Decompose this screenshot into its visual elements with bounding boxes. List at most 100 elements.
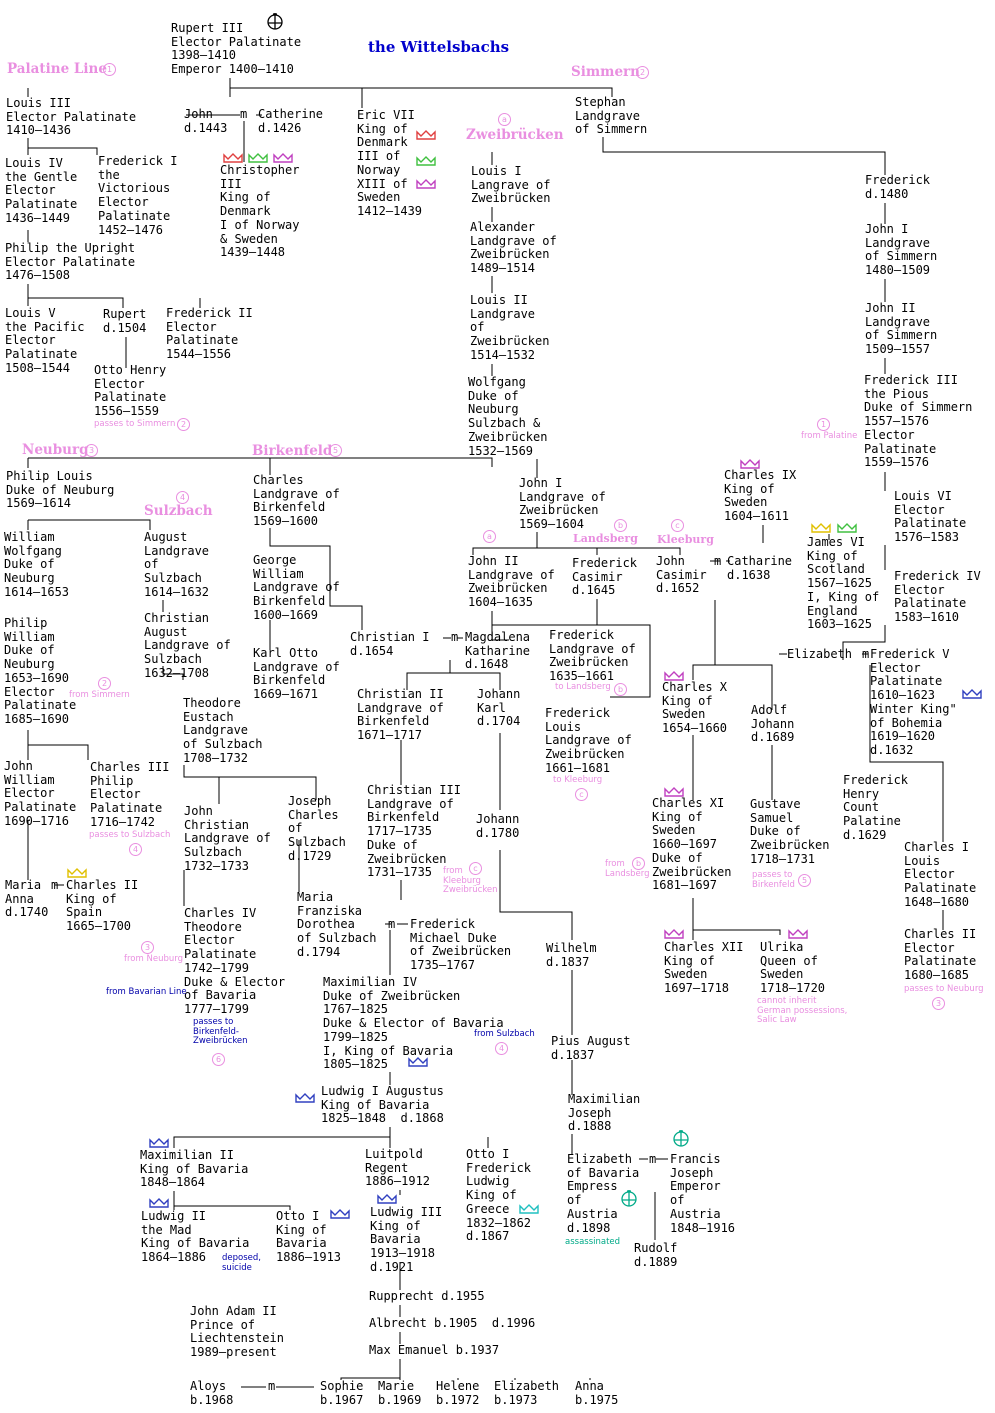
person-maximilian-iv: Maximilian IV Duke of Zweibrücken 1767–1… — [323, 975, 504, 1072]
person-charles-iii-philip: Charles III Philip Elector Palatinate 17… — [90, 760, 170, 829]
person-christian-i: Christian I — [350, 630, 430, 644]
person-frederick-iii-pious: Frederick III the Pious Duke of Simmern … — [864, 373, 973, 470]
person-ludwig-i: Ludwig I Augustus King of Bavaria 1825–1… — [321, 1084, 444, 1126]
person-otto-i-greece: Otto I Frederick Ludwig King of Greece 1… — [466, 1147, 532, 1244]
person-elizabeth-of-bavaria: Elizabeth of Bavaria Empress of Austria … — [567, 1152, 640, 1235]
person-aloys: Aloys b.1968 — [190, 1379, 234, 1407]
note-passes-to-neuburg: passes to Neuburg — [904, 984, 984, 994]
person-albrecht: Albrecht b.1905 d.1996 — [369, 1316, 536, 1330]
person-frederick-michael: Frederick Michael Duke of Zweibrücken 17… — [410, 917, 512, 973]
person-charles-iv-theodore: Charles IV Theodore Elector Palatinate 1… — [184, 906, 286, 1016]
note-from-landsberg: from Landsberg — [605, 859, 650, 879]
person-max-emanuel: Max Emanuel b.1937 — [369, 1343, 500, 1357]
person-john-i-zweibrucken: John I Landgrave of Zweibrücken 1569–160… — [519, 476, 606, 532]
person-pius-august: Pius August d.1837 — [551, 1034, 631, 1062]
crown-icon — [416, 130, 436, 140]
person-ludwig-ii: Ludwig II the Mad King of Bavaria 1864–1… — [141, 1209, 250, 1265]
person-frederick-v: Frederick V Elector Palatinate 1610–1623… — [870, 647, 957, 757]
person-louis-iii: Louis III Elector Palatinate 1410–1436 — [6, 96, 137, 138]
person-wilhelm: Wilhelm d.1837 — [546, 941, 597, 969]
marriage-mark: m — [240, 107, 248, 121]
crown-icon — [273, 153, 293, 163]
crown-icon — [837, 523, 857, 533]
circle-marker-1: 1 — [103, 63, 116, 76]
marriage-mark: m — [649, 1152, 657, 1166]
crown-icon — [149, 1138, 169, 1148]
person-rupert-d1504: Rupert d.1504 — [103, 307, 147, 335]
note-from-neuburg: from Neuburg — [124, 954, 183, 964]
person-charles-xii: Charles XII King of Sweden 1697–1718 — [664, 940, 744, 996]
person-alexander: Alexander Landgrave of Zweibrücken 1489–… — [470, 220, 557, 276]
person-catherine: Catherine d.1426 — [258, 107, 324, 135]
person-frederick-zweibrucken-1635: Frederick Landgrave of Zweibrücken 1635–… — [549, 628, 636, 684]
circle-marker-3b: 3 — [141, 941, 154, 954]
note-passes-to-simmern: passes to Simmern — [94, 419, 176, 429]
person-frederick-iv: Frederick IV Elector Palatinate 1583–161… — [894, 569, 981, 625]
person-theodore-eustach: Theodore Eustach Landgrave of Sulzbach 1… — [183, 696, 263, 765]
person-john-adam-ii: John Adam II Prince of Liechtenstein 198… — [190, 1304, 284, 1360]
marriage-mark: m — [862, 647, 870, 661]
person-ulrika: Ulrika Queen of Sweden 1718–1720 — [760, 940, 826, 996]
person-frederick-i: Frederick I the Victorious Elector Palat… — [98, 154, 178, 237]
person-eric-vii: Eric VII King of Denmark III of Norway X… — [357, 108, 423, 218]
note-assassinated: assassinated — [565, 1237, 621, 1247]
circle-marker-5b: 5 — [798, 874, 811, 887]
circle-marker-b3: b — [632, 857, 645, 870]
person-frederick-ii: Frederick II Elector Palatinate 1544–155… — [166, 306, 253, 362]
note-from-bavarian-line: from Bavarian Line — [106, 987, 187, 997]
person-louis-i-zweibrucken: Louis I Langrave of Zweibrücken — [471, 164, 551, 206]
person-john-d1443: John d.1443 — [184, 107, 228, 135]
marriage-mark: m — [714, 554, 722, 568]
crown-icon — [330, 1209, 350, 1219]
note-from-simmern: from Simmern — [69, 690, 130, 700]
person-charles-x: Charles X King of Sweden 1654–1660 — [662, 680, 728, 736]
circle-marker-c2: c — [575, 788, 588, 801]
person-john-ii-zweibrucken: John II Landgrave of Zweibrücken 1604–16… — [468, 554, 555, 610]
note-to-kleeburg: to Kleeburg — [553, 775, 603, 785]
person-frederick-louis: Frederick Louis Landgrave of Zweibrücken… — [545, 706, 632, 775]
marriage-mark: m — [388, 917, 396, 931]
heading-neuburg: Neuburg — [22, 442, 89, 458]
person-otto-i-bavaria: Otto I King of Bavaria 1886–1913 — [276, 1209, 342, 1265]
person-ludwig-iii: Ludwig III King of Bavaria 1913–1918 d.1… — [370, 1205, 443, 1274]
heading-landsberg: Landsberg — [573, 532, 638, 545]
person-christopher-iii: Christopher III King of Denmark I of Nor… — [220, 163, 300, 260]
heading-palatine-line: Palatine Line — [7, 61, 107, 77]
note-cannot-inherit: cannot inherit German possessions, Salic… — [757, 996, 848, 1025]
person-luitpold: Luitpold Regent 1886–1912 — [365, 1147, 431, 1189]
circle-marker-4c: 4 — [495, 1042, 508, 1055]
crown-icon — [67, 868, 87, 878]
person-christian-august: Christian August Landgrave of Sulzbach 1… — [144, 611, 231, 680]
circle-marker-2c: 2 — [98, 677, 111, 690]
imperial-crown-icon — [621, 1190, 637, 1207]
crown-icon — [416, 179, 436, 189]
person-john-ii-simmern: John II Landgrave of Simmern 1509–1557 — [865, 301, 938, 357]
marriage-mark: m — [451, 630, 459, 644]
marriage-mark: m — [268, 1379, 276, 1393]
crown-icon — [664, 671, 684, 681]
person-frederick-d1480: Frederick d.1480 — [865, 173, 931, 201]
person-sophie: Sophie b.1967 — [320, 1379, 364, 1407]
person-catharine: Catharine d.1638 — [727, 554, 793, 582]
person-christian-i-death: d.1654 — [350, 644, 394, 658]
person-august-sulzbach: August Landgrave of Sulzbach 1614–1632 — [144, 530, 210, 599]
person-louis-vi: Louis VI Elector Palatinate 1576–1583 — [894, 489, 967, 545]
crown-icon — [377, 1194, 397, 1204]
person-francis-joseph: Francis Joseph Emperor of Austria 1848–1… — [670, 1152, 736, 1235]
person-rupert-iii: Rupert III Elector Palatinate 1398–1410 … — [171, 21, 302, 77]
heading-zweibrucken: Zweibrücken — [466, 127, 564, 143]
person-james-vi: James VI King of Scotland 1567–1625 I, K… — [807, 535, 880, 632]
person-charles-birkenfeld: Charles Landgrave of Birkenfeld 1569–160… — [253, 473, 340, 529]
note-to-landsberg: to Landsberg — [555, 682, 611, 692]
crown-icon — [519, 1204, 539, 1214]
note-passes-to-birkenfeld-zweibrucken: passes to Birkenfeld- Zweibrücken — [193, 1017, 248, 1046]
person-magdalena-katharine: Magdalena Katharine d.1648 — [465, 630, 531, 672]
circle-marker-3: 3 — [85, 444, 98, 457]
crown-icon — [740, 459, 760, 469]
person-maria-franziska: Maria Franziska Dorothea of Sulzbach d.1… — [297, 890, 377, 959]
crown-icon — [962, 689, 982, 699]
person-marie: Marie b.1969 — [378, 1379, 422, 1407]
person-anna-1975: Anna b.1975 — [575, 1379, 619, 1407]
person-helene: Helene b.1972 — [436, 1379, 480, 1407]
